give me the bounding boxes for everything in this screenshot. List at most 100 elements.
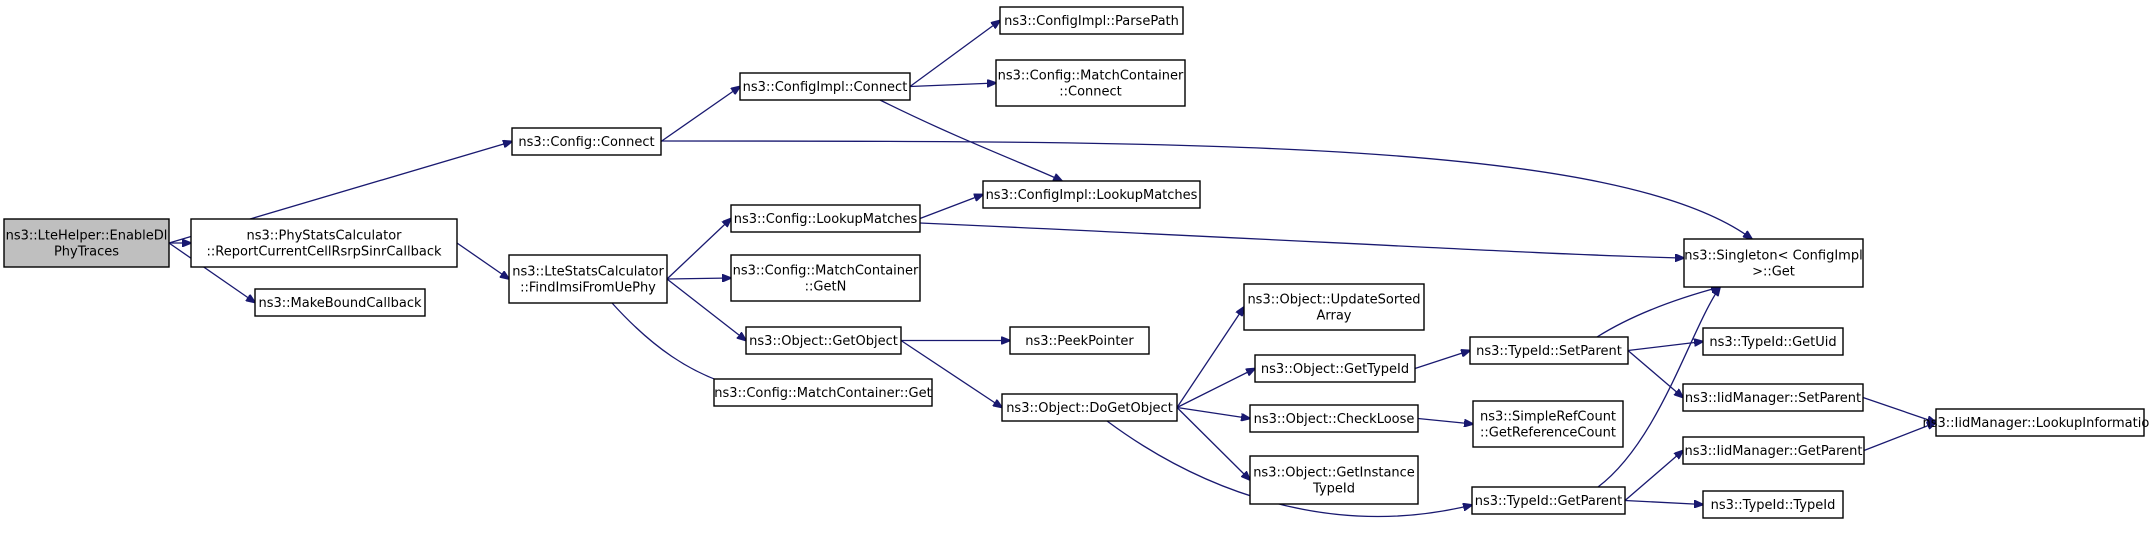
node-findimsi[interactable]: ns3::LteStatsCalculator::FindImsiFromUeP… bbox=[508, 254, 668, 304]
node-box bbox=[999, 6, 1184, 35]
edge-phystats-to-findimsi bbox=[456, 242, 509, 279]
node-box bbox=[730, 204, 921, 233]
node-label: ns3::Config::MatchContainer bbox=[998, 69, 1184, 84]
node-label: ns3::ConfigImpl::ParsePath bbox=[1004, 14, 1179, 29]
node-cfg-connect[interactable]: ns3::Config::Connect bbox=[511, 127, 662, 156]
edge-iid-getparent-to-lookupinfo bbox=[1863, 423, 1936, 452]
node-impl-connect[interactable]: ns3::ConfigImpl::Connect bbox=[739, 72, 911, 101]
edge-getobject-to-dogetobject bbox=[900, 339, 1002, 408]
edge-typeid-setparent-to-iid-setparent bbox=[1627, 350, 1683, 398]
node-label: ns3::IidManager::SetParent bbox=[1685, 391, 1861, 406]
node-label: >::Get bbox=[1752, 265, 1795, 280]
node-label: ::Connect bbox=[1059, 85, 1122, 100]
node-label: ::ReportCurrentCellRsrpSinrCallback bbox=[207, 245, 442, 260]
node-box bbox=[1682, 436, 1865, 465]
node-box bbox=[739, 72, 911, 101]
edge-dogetobject-to-gettypeid bbox=[1176, 369, 1255, 409]
edge-cfg-connect-to-singleton bbox=[660, 140, 1752, 239]
node-label: ::GetN bbox=[805, 280, 847, 295]
node-label: ns3::TypeId::GetUid bbox=[1709, 335, 1836, 350]
node-box bbox=[1471, 486, 1626, 515]
node-peek[interactable]: ns3::PeekPointer bbox=[1009, 326, 1150, 355]
node-box bbox=[1935, 408, 2145, 437]
edge-dogetobject-to-checkloose bbox=[1176, 406, 1250, 419]
node-typeid-setparent[interactable]: ns3::TypeId::SetParent bbox=[1469, 336, 1629, 365]
node-label: ns3::Object::GetObject bbox=[749, 334, 898, 349]
edge-typeid-getparent-to-singleton bbox=[1597, 287, 1720, 488]
node-label: ns3::TypeId::SetParent bbox=[1476, 344, 1622, 359]
node-label: ns3::Object::CheckLoose bbox=[1254, 412, 1415, 427]
edge-dogetobject-to-getinstance bbox=[1176, 407, 1250, 481]
edge-checkloose-to-refcount bbox=[1417, 417, 1473, 425]
node-box bbox=[3, 218, 170, 268]
node-label: ns3::Object::UpdateSorted bbox=[1247, 293, 1420, 308]
node-label: ns3::LteHelper::EnableDl bbox=[6, 229, 168, 244]
node-gettypeid[interactable]: ns3::Object::GetTypeId bbox=[1254, 354, 1416, 383]
node-mc-get[interactable]: ns3::Config::MatchContainer::Get bbox=[713, 378, 933, 407]
node-label: PhyTraces bbox=[54, 245, 119, 260]
node-label: ns3::TypeId::TypeId bbox=[1711, 498, 1836, 513]
node-iid-setparent[interactable]: ns3::IidManager::SetParent bbox=[1682, 383, 1864, 412]
edge-typeid-getparent-to-typeid-typeid bbox=[1624, 499, 1703, 505]
node-typeid-typeid[interactable]: ns3::TypeId::TypeId bbox=[1702, 490, 1844, 519]
node-parsepath[interactable]: ns3::ConfigImpl::ParsePath bbox=[999, 6, 1184, 35]
edge-findimsi-to-mc-getn bbox=[666, 278, 731, 279]
node-box bbox=[1472, 400, 1624, 448]
edge-typeid-getparent-to-iid-getparent bbox=[1624, 451, 1683, 501]
node-checkloose[interactable]: ns3::Object::CheckLoose bbox=[1249, 404, 1419, 433]
node-box bbox=[1243, 283, 1425, 331]
node-makebound[interactable]: ns3::MakeBoundCallback bbox=[254, 288, 426, 317]
edge-typeid-setparent-to-singleton bbox=[1596, 287, 1720, 338]
node-box bbox=[1009, 326, 1150, 355]
node-label: TypeId bbox=[1312, 482, 1355, 497]
node-getuid[interactable]: ns3::TypeId::GetUid bbox=[1702, 327, 1844, 356]
node-singleton[interactable]: ns3::Singleton< ConfigImpl >::Get bbox=[1683, 238, 1864, 288]
node-refcount[interactable]: ns3::SimpleRefCount::GetReferenceCount bbox=[1472, 400, 1624, 448]
node-box bbox=[1249, 404, 1419, 433]
node-box bbox=[730, 254, 921, 302]
node-box bbox=[1702, 490, 1844, 519]
node-box bbox=[511, 127, 662, 156]
node-mc-connect[interactable]: ns3::Config::MatchContainer::Connect bbox=[995, 59, 1186, 107]
node-label: ns3::Singleton< ConfigImpl bbox=[1684, 249, 1862, 264]
node-label: ns3::TypeId::GetParent bbox=[1475, 494, 1623, 509]
edge-impl-connect-to-mc-connect bbox=[909, 83, 996, 87]
edge-cfg-lookup-to-singleton bbox=[919, 222, 1684, 258]
edge-typeid-setparent-to-getuid bbox=[1627, 342, 1703, 352]
edge-findimsi-to-cfg-lookup bbox=[666, 219, 731, 280]
node-impl-lookup[interactable]: ns3::ConfigImpl::LookupMatches bbox=[982, 180, 1201, 209]
edge-findimsi-to-mc-get bbox=[611, 302, 742, 388]
edge-impl-connect-to-impl-lookup bbox=[879, 99, 1062, 181]
edge-cfg-connect-to-impl-connect bbox=[660, 87, 740, 143]
node-typeid-getparent[interactable]: ns3::TypeId::GetParent bbox=[1471, 486, 1626, 515]
node-box bbox=[713, 378, 933, 407]
node-box bbox=[982, 180, 1201, 209]
node-lookupinfo[interactable]: ns3::IidManager::LookupInformation bbox=[1922, 408, 2149, 437]
node-iid-getparent[interactable]: ns3::IidManager::GetParent bbox=[1682, 436, 1865, 465]
edge-impl-connect-to-parsepath bbox=[909, 21, 1000, 88]
node-label: Array bbox=[1316, 309, 1351, 324]
node-box bbox=[995, 59, 1186, 107]
node-label: ns3::PeekPointer bbox=[1025, 334, 1134, 349]
edge-findimsi-to-getobject bbox=[666, 278, 746, 341]
node-cfg-lookup[interactable]: ns3::Config::LookupMatches bbox=[730, 204, 921, 233]
node-label: ns3::Config::Connect bbox=[518, 135, 654, 150]
node-dogetobject[interactable]: ns3::Object::DoGetObject bbox=[1001, 393, 1178, 422]
edge-iid-setparent-to-lookupinfo bbox=[1862, 396, 1936, 423]
node-label: ns3::PhyStatsCalculator bbox=[246, 229, 402, 244]
node-mc-getn[interactable]: ns3::Config::MatchContainer::GetN bbox=[730, 254, 921, 302]
edge-dogetobject-to-updatesorted bbox=[1176, 307, 1244, 408]
node-box bbox=[254, 288, 426, 317]
node-box bbox=[190, 218, 458, 268]
node-label: ns3::IidManager::GetParent bbox=[1684, 444, 1862, 459]
node-phystats[interactable]: ns3::PhyStatsCalculator::ReportCurrentCe… bbox=[190, 218, 458, 268]
edge-root-to-makebound bbox=[168, 242, 255, 303]
node-box bbox=[1682, 383, 1864, 412]
node-getobject[interactable]: ns3::Object::GetObject bbox=[745, 326, 902, 355]
node-box bbox=[508, 254, 668, 304]
node-label: ns3::Config::LookupMatches bbox=[734, 212, 918, 227]
